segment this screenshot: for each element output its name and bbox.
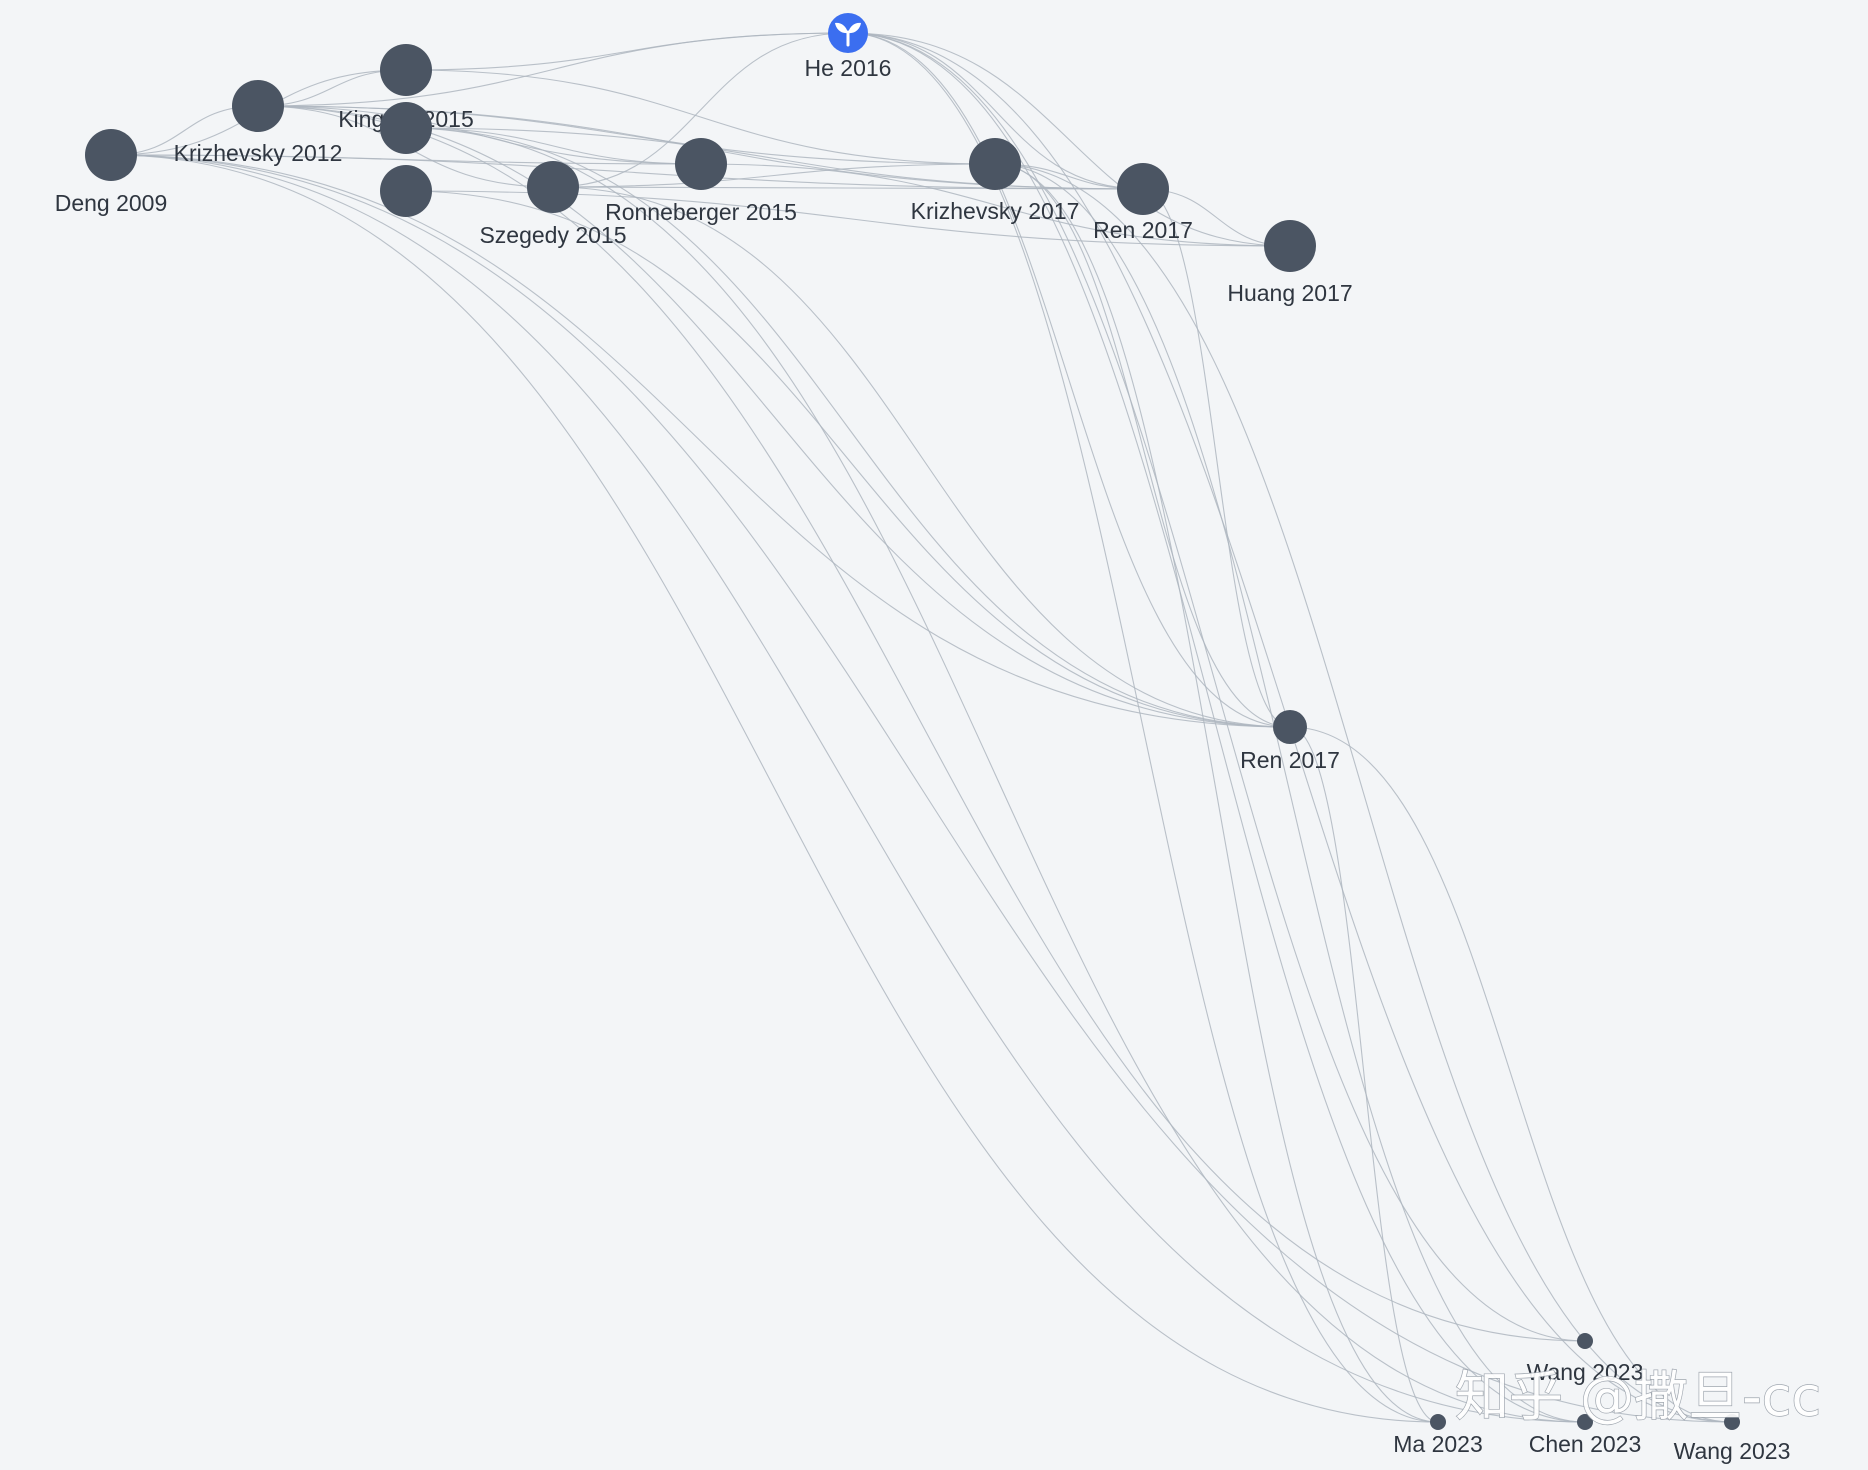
citation-edge-szegedy2015-ren2017a xyxy=(552,186,1144,190)
citation-edge-ronneberger2015-huang2017 xyxy=(700,163,1291,247)
node-circle[interactable] xyxy=(380,102,432,154)
node-circle[interactable] xyxy=(675,138,727,190)
paper-node-ren2017a[interactable]: Ren 2017 xyxy=(1093,163,1193,243)
node-circle[interactable] xyxy=(527,161,579,213)
sprout-icon xyxy=(835,22,861,47)
citation-edge-deng2009-ren2017b xyxy=(110,154,1291,728)
node-label: Deng 2009 xyxy=(55,190,168,216)
node-label: Szegedy 2015 xyxy=(479,222,626,248)
node-circle[interactable] xyxy=(1577,1333,1593,1349)
citation-edge-krizhevsky2017-ma2023 xyxy=(994,163,1439,1423)
node-circle[interactable] xyxy=(232,80,284,132)
node-label: Chen 2023 xyxy=(1529,1431,1642,1457)
node-label: Huang 2017 xyxy=(1227,280,1352,306)
citation-edge-krizhevsky2017-wang2023b xyxy=(994,163,1733,1423)
citation-edge-kingma2015-krizhevsky2017 xyxy=(405,69,996,165)
edges-layer xyxy=(110,32,1733,1423)
node-circle[interactable] xyxy=(1577,1414,1593,1430)
node-circle[interactable] xyxy=(380,44,432,96)
paper-node-wang2023a[interactable]: Wang 2023 xyxy=(1527,1333,1644,1385)
paper-node-krizhevsky2012[interactable]: Krizhevsky 2012 xyxy=(174,80,343,166)
citation-edge-szegedy2015-ren2017b xyxy=(552,186,1291,728)
paper-node-he2016[interactable]: He 2016 xyxy=(805,13,892,81)
node-label: He 2016 xyxy=(805,55,892,81)
node-label: Ren 2017 xyxy=(1240,747,1340,773)
node-label: Wang 2023 xyxy=(1527,1359,1644,1385)
citation-edge-deng2009-ma2023 xyxy=(110,154,1439,1423)
citation-edge-ren2017a-ren2017b xyxy=(1142,188,1291,728)
paper-node-ma2023[interactable]: Ma 2023 xyxy=(1393,1414,1483,1457)
citation-edge-deng2009-ren2017a xyxy=(110,154,1144,190)
citation-edge-krizhevsky2012-he2016 xyxy=(257,32,849,107)
citation-edge-szegedy2015-krizhevsky2017 xyxy=(552,163,996,188)
paper-node-szegedy2015[interactable]: Szegedy 2015 xyxy=(479,161,627,248)
paper-node-chen2023[interactable]: Chen 2023 xyxy=(1529,1414,1642,1457)
node-circle[interactable] xyxy=(1724,1414,1740,1430)
citation-edge-ren2017b-wang2023b xyxy=(1289,726,1733,1423)
citation-edge-szegedy2015-he2016 xyxy=(552,32,849,188)
citation-edge-unlabeled_a-chen2023 xyxy=(405,127,1586,1423)
node-circle[interactable] xyxy=(380,165,432,217)
node-circle[interactable] xyxy=(1264,220,1316,272)
node-label: Krizhevsky 2012 xyxy=(174,140,343,166)
node-label: Wang 2023 xyxy=(1674,1438,1791,1464)
citation-edge-unlabeled_b-ren2017b xyxy=(405,190,1291,728)
citation-edge-he2016-huang2017 xyxy=(847,32,1291,247)
paper-node-kingma2015[interactable]: Kingma 2015 xyxy=(338,44,474,132)
citation-edge-he2016-ma2023 xyxy=(847,32,1439,1423)
citation-edge-unlabeled_a-ronneberger2015 xyxy=(405,127,702,165)
citation-edge-deng2009-chen2023 xyxy=(110,154,1586,1423)
node-label: Ma 2023 xyxy=(1393,1431,1483,1457)
citation-edge-krizhevsky2012-ren2017b xyxy=(257,105,1291,728)
citation-edge-krizhevsky2017-ren2017b xyxy=(994,163,1291,728)
citation-edge-he2016-ren2017a xyxy=(847,32,1144,190)
paper-node-ronneberger2015[interactable]: Ronneberger 2015 xyxy=(605,138,797,225)
paper-node-ren2017b[interactable]: Ren 2017 xyxy=(1240,710,1340,773)
citation-edge-krizhevsky2012-wang2023a xyxy=(257,105,1586,1342)
paper-node-krizhevsky2017[interactable]: Krizhevsky 2017 xyxy=(911,138,1080,224)
paper-node-huang2017[interactable]: Huang 2017 xyxy=(1227,220,1353,306)
watermark: 知乎 @撒旦-cc xyxy=(1455,1365,1821,1428)
citation-edge-krizhevsky2017-chen2023 xyxy=(994,163,1586,1423)
citation-edge-he2016-wang2023a xyxy=(847,32,1586,1342)
paper-node-deng2009[interactable]: Deng 2009 xyxy=(55,129,168,216)
citation-edge-deng2009-wang2023b xyxy=(110,154,1733,1423)
citation-edge-ren2017b-ma2023 xyxy=(1289,726,1439,1423)
node-label: Krizhevsky 2017 xyxy=(911,198,1080,224)
paper-node-unlabeled_b[interactable] xyxy=(380,165,432,217)
node-circle[interactable] xyxy=(1430,1414,1446,1430)
node-label: Ronneberger 2015 xyxy=(605,199,797,225)
node-circle[interactable] xyxy=(1117,163,1169,215)
citation-edge-he2016-ren2017b xyxy=(847,32,1291,728)
node-circle[interactable] xyxy=(1273,710,1307,744)
citation-edge-kingma2015-he2016 xyxy=(405,32,849,71)
citation-edge-he2016-chen2023 xyxy=(847,32,1586,1423)
citation-edge-unlabeled_a-ren2017b xyxy=(405,127,1291,728)
node-circle[interactable] xyxy=(85,129,137,181)
paper-node-unlabeled_a[interactable] xyxy=(380,102,432,154)
node-label: Ren 2017 xyxy=(1093,217,1193,243)
node-circle[interactable] xyxy=(969,138,1021,190)
paper-node-wang2023b[interactable]: Wang 2023 xyxy=(1674,1414,1791,1464)
